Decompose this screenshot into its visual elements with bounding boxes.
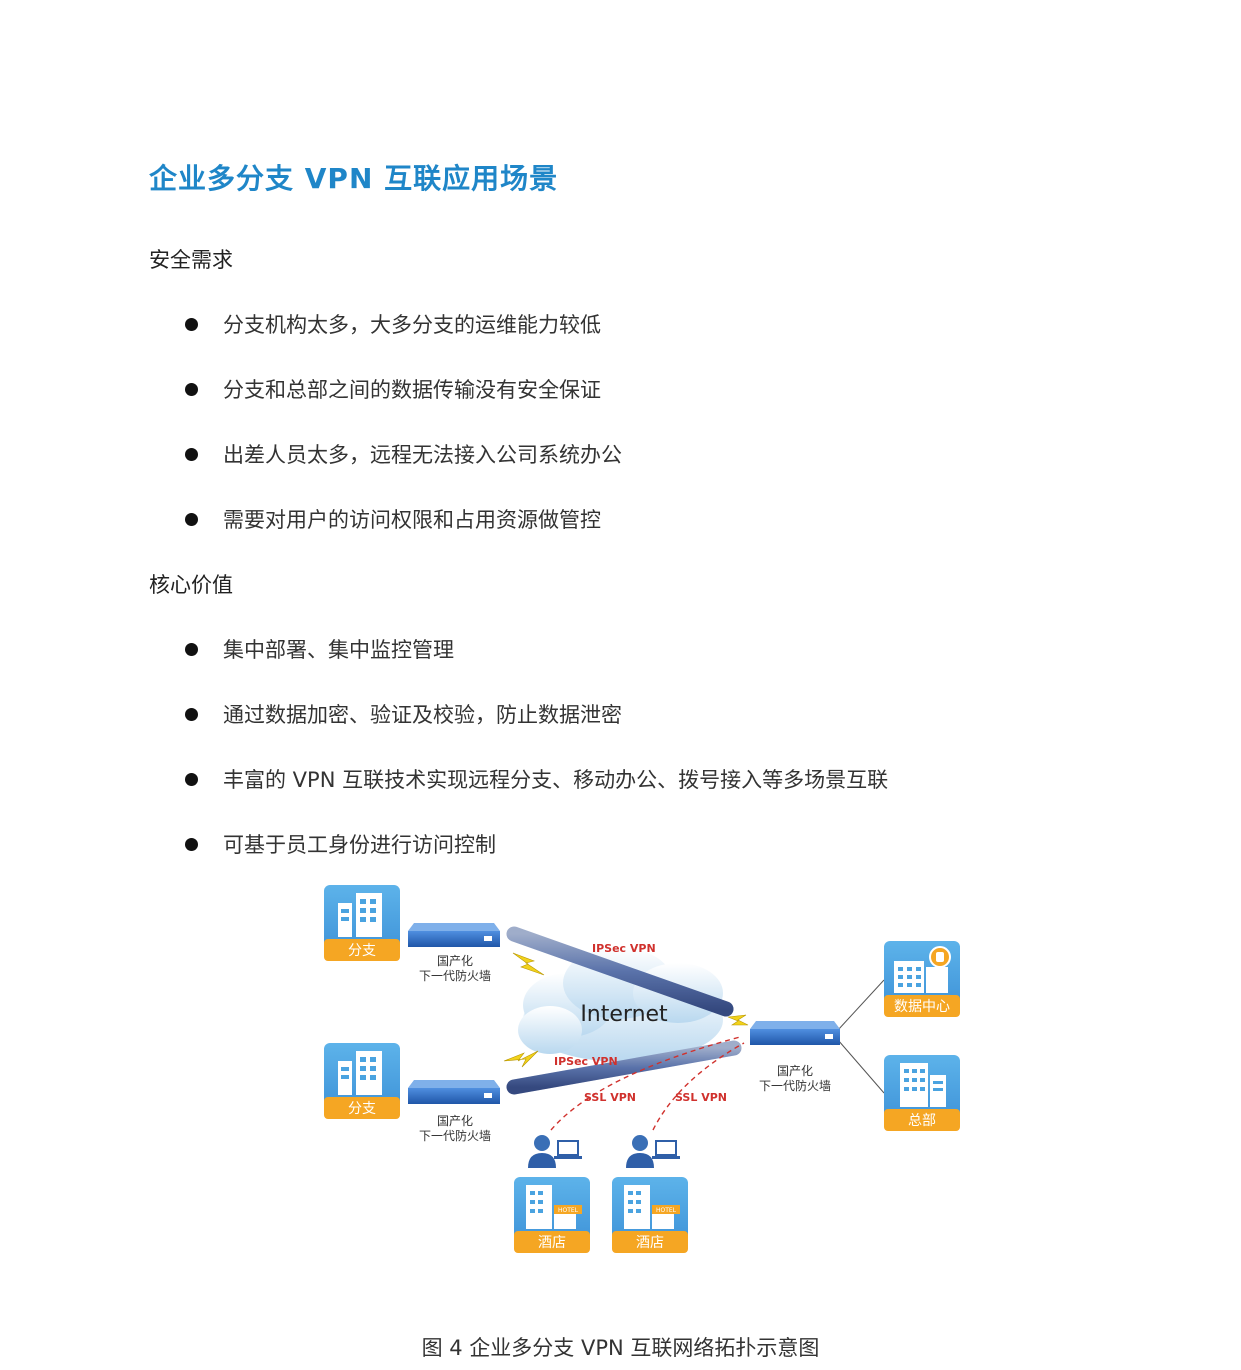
value-heading: 核心价值 [149, 573, 233, 597]
link-line [837, 1039, 885, 1094]
branch-tile: 分支 [324, 1043, 400, 1119]
hotel-tile: HOTEL 酒店 [514, 1177, 590, 1253]
list-item: 丰富的 VPN 互联技术实现远程分支、移动办公、拨号接入等多场景互联 [185, 764, 888, 794]
security-heading: 安全需求 [149, 248, 233, 272]
bullet-icon [185, 642, 198, 656]
svg-text:数据中心: 数据中心 [894, 999, 950, 1015]
svg-text:HOTEL: HOTEL [656, 1207, 677, 1214]
firewall-label: 下一代防火墙 [419, 1128, 491, 1143]
firewall-label: 下一代防火墙 [419, 968, 491, 983]
firewall-label: 下一代防火墙 [759, 1078, 831, 1093]
headquarters-tile: 总部 [884, 1055, 960, 1131]
lightning-icon [727, 1014, 749, 1026]
svg-text:分支: 分支 [348, 1101, 376, 1117]
list-item: 可基于员工身份进行访问控制 [185, 829, 496, 859]
vpn-tunnel [506, 1040, 742, 1095]
ipsec-label: IPSec VPN [592, 942, 656, 955]
list-item: 分支和总部之间的数据传输没有安全保证 [185, 374, 601, 404]
list-item: 分支机构太多，大多分支的运维能力较低 [185, 309, 601, 339]
internet-cloud-icon [518, 947, 723, 1062]
svg-text:HOTEL: HOTEL [558, 1207, 579, 1214]
bullet-icon [185, 707, 198, 721]
ssl-link [550, 1036, 741, 1131]
user-icon [626, 1135, 680, 1168]
figure-caption: 图 4 企业多分支 VPN 互联网络拓扑示意图 [421, 1336, 820, 1360]
user-icon [528, 1135, 582, 1168]
ssl-label: SSL VPN [675, 1091, 727, 1104]
link-line [837, 979, 885, 1031]
svg-text:酒店: 酒店 [636, 1235, 664, 1251]
list-item: 需要对用户的访问权限和占用资源做管控 [185, 504, 601, 534]
ssl-label: SSL VPN [584, 1091, 636, 1104]
firewall-device [408, 1080, 500, 1104]
ipsec-label: IPSec VPN [554, 1055, 618, 1068]
firewall-label: 国产化 [777, 1064, 813, 1078]
lightning-icon [512, 952, 545, 976]
bullet-icon [185, 382, 198, 396]
lightning-icon [503, 1050, 539, 1068]
datacenter-tile: 数据中心 [884, 941, 960, 1017]
internet-label: Internet [580, 1002, 668, 1027]
list-item: 出差人员太多，远程无法接入公司系统办公 [185, 439, 622, 469]
branch-tile: 分支 [324, 885, 400, 961]
vpn-tunnel [506, 926, 734, 1017]
svg-text:酒店: 酒店 [538, 1235, 566, 1251]
bullet-icon [185, 512, 198, 526]
firewall-device [408, 923, 500, 947]
firewall-label: 国产化 [437, 1114, 473, 1128]
svg-text:分支: 分支 [348, 943, 376, 959]
page-title: 企业多分支 VPN 互联应用场景 [149, 162, 559, 195]
bullet-icon [185, 447, 198, 461]
bullet-icon [185, 772, 198, 786]
firewall-device [750, 1021, 840, 1045]
svg-text:总部: 总部 [908, 1113, 936, 1129]
hotel-tile: HOTEL 酒店 [612, 1177, 688, 1253]
firewall-label: 国产化 [437, 954, 473, 968]
bullet-icon [185, 837, 198, 851]
list-item: 通过数据加密、验证及校验，防止数据泄密 [185, 699, 622, 729]
network-topology-diagram: 分支 分支 国产化 下一代防火墙 国产化 下一代防火墙 Inter [318, 875, 968, 1265]
ssl-link [652, 1042, 745, 1131]
list-item: 集中部署、集中监控管理 [185, 634, 454, 664]
bullet-icon [185, 317, 198, 331]
